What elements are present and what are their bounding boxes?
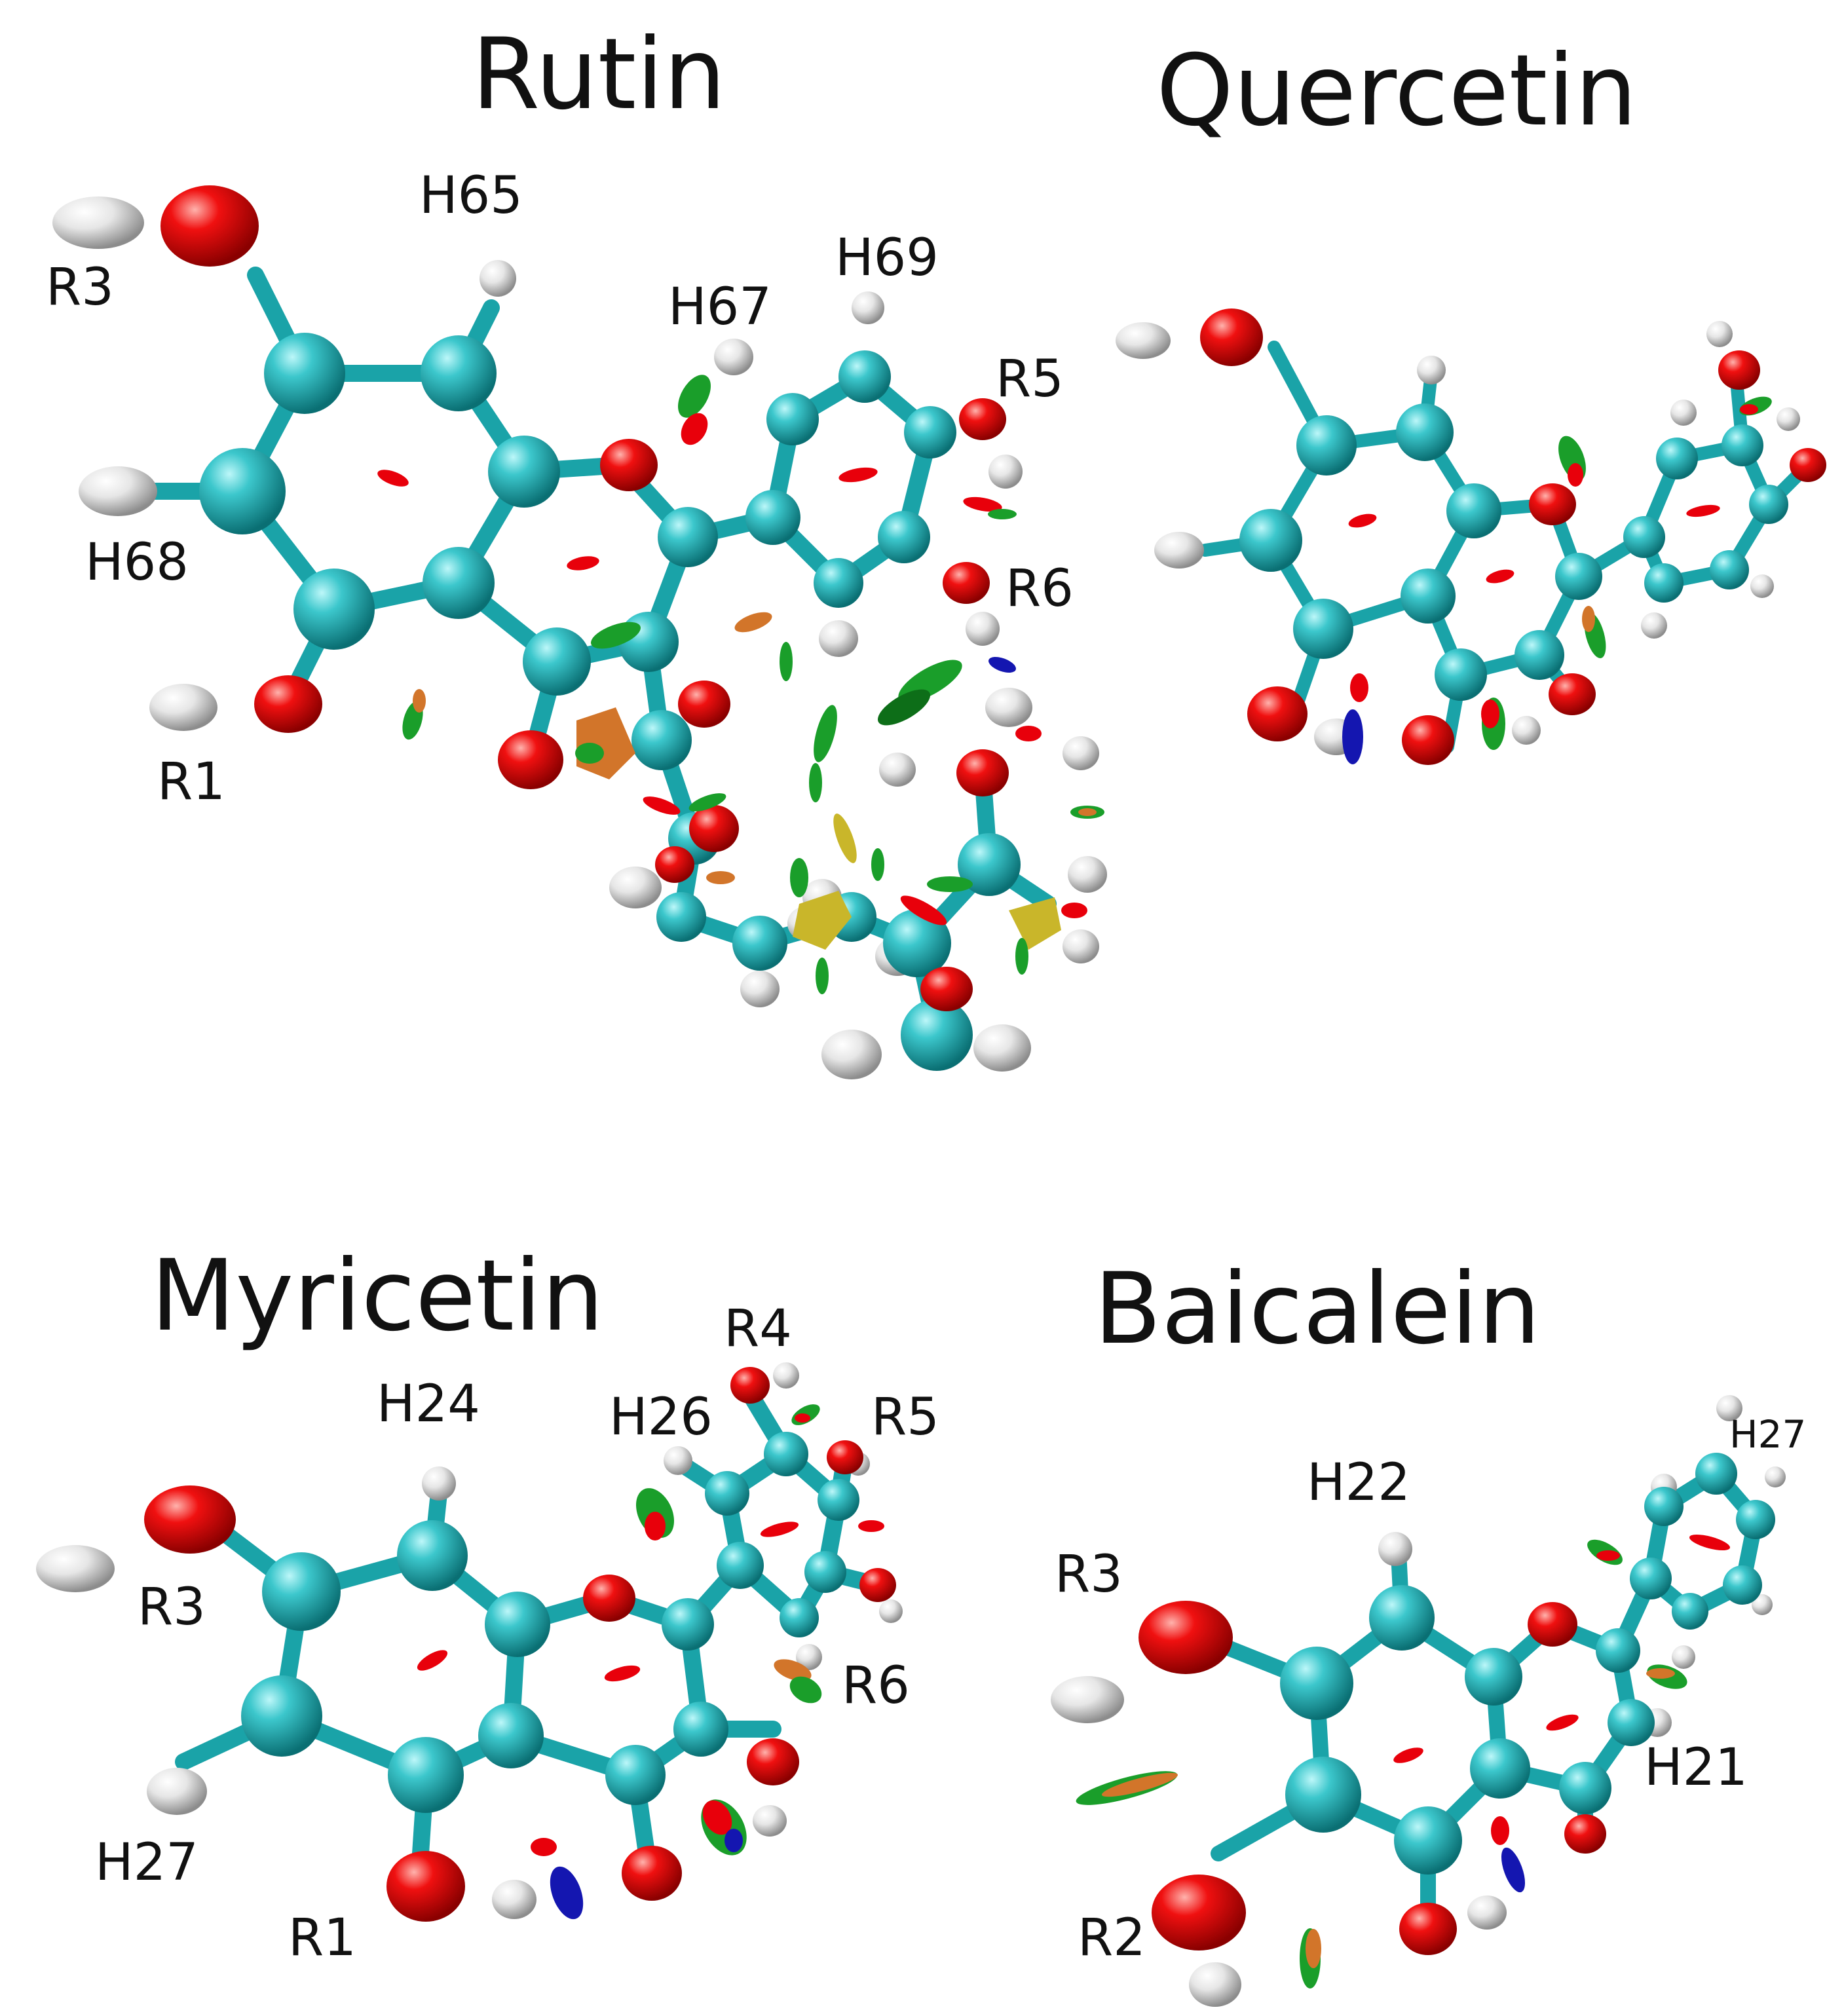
baicalein-labels: H27 H22 R3 H21 R2 — [1055, 1412, 1806, 1968]
rutin-hydrogens — [52, 196, 1107, 1079]
atom-label: H21 — [1644, 1738, 1748, 1797]
quercetin-hydrogens — [1116, 321, 1800, 755]
atom-label: R4 — [724, 1299, 792, 1358]
atom-label: H27 — [95, 1833, 198, 1892]
atom-label: H67 — [668, 278, 772, 337]
panel-title: Baicalein — [1094, 1252, 1541, 1366]
panel-title: Myricetin — [151, 1239, 604, 1353]
myricetin-carbons — [241, 1432, 859, 1813]
panel-title: Quercetin — [1156, 34, 1637, 148]
atom-label: H26 — [609, 1388, 713, 1447]
rutin-labels: R3 H65 H68 H67 H69 R5 R6 R1 — [46, 166, 1074, 812]
atom-label: R1 — [157, 753, 225, 812]
atom-label: R3 — [138, 1578, 206, 1637]
atom-label: R6 — [842, 1656, 910, 1715]
quercetin-oxygens — [1200, 308, 1826, 765]
atom-label: R5 — [871, 1388, 939, 1447]
panel-myricetin: Myricetin — [36, 1239, 939, 1968]
quercetin-nci-surfaces — [1342, 396, 1772, 764]
rutin-nci-surfaces — [377, 375, 1104, 994]
atom-label: R2 — [1078, 1909, 1146, 1968]
myricetin-oxygens — [144, 1367, 896, 1922]
atom-label: R3 — [46, 258, 114, 317]
atom-label: H69 — [835, 229, 939, 288]
myricetin-labels: R4 H24 H26 R5 R3 R6 H27 R1 — [95, 1299, 939, 1968]
baicalein-carbons — [1280, 1453, 1775, 1875]
atom-label: R5 — [996, 350, 1064, 409]
atom-label: H65 — [419, 166, 523, 225]
panel-title: Rutin — [472, 18, 726, 132]
atom-label: H27 — [1729, 1412, 1806, 1457]
atom-label: H22 — [1307, 1453, 1410, 1512]
myricetin-hydrogens — [36, 1362, 903, 1919]
panel-quercetin: Quercetin — [1116, 34, 1826, 765]
baicalein-oxygens — [1138, 1601, 1606, 1955]
atom-label: H68 — [85, 533, 189, 592]
quercetin-carbons — [1239, 403, 1788, 701]
atom-label: H24 — [377, 1375, 480, 1434]
baicalein-nci-surfaces — [1076, 1534, 1730, 1988]
atom-label: R3 — [1055, 1545, 1123, 1604]
panel-rutin: Rutin — [46, 18, 1107, 1079]
atom-label: R1 — [288, 1909, 356, 1968]
atom-label: R6 — [1006, 559, 1074, 618]
panel-baicalein: Baicalein — [1051, 1252, 1806, 2007]
rutin-oxygens — [160, 185, 1009, 1011]
myricetin-nci-surfaces — [417, 1404, 884, 1920]
